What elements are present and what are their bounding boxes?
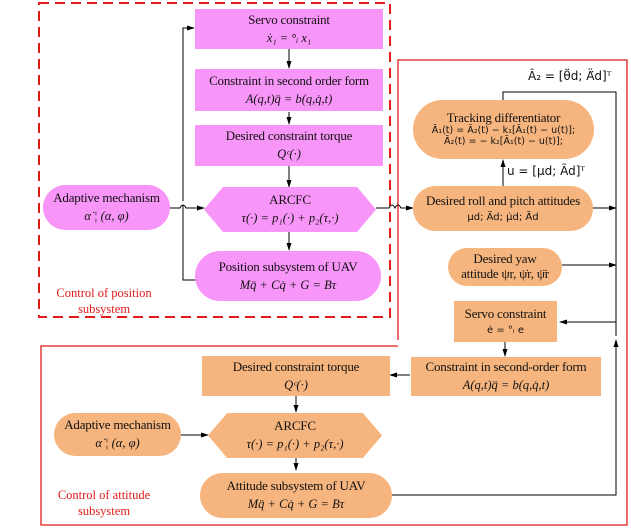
tracking-differentiator: Tracking differentiator Ā̇₁(t) = Ā₂(t) −… — [413, 100, 594, 159]
node-title: Constraint in second order form — [209, 72, 369, 88]
node-title: Desired constraint torque — [225, 128, 353, 144]
attitude-second-order-constraint: Constraint in second-order form A(q,t)q̈… — [411, 357, 601, 396]
attitude-desired-constraint-torque: Desired constraint torque Qᶜ(·) — [202, 356, 390, 396]
group-label-line: Control of position — [56, 286, 152, 300]
node-title: Servo constraint — [464, 305, 547, 321]
node-title: Tracking differentiator — [446, 110, 561, 126]
node-formula: ẋ₁ = °ᵢ x₁ — [266, 30, 312, 45]
node-subtitle: attitude ψr, ψ̇r, ψ̈r — [461, 266, 549, 281]
position-adaptive-to-arcfc — [170, 204, 205, 211]
node-formula: τ(·) = p₁(·) + p₂(τ,·) — [246, 437, 344, 452]
node-title: Constraint in second-order form — [425, 359, 587, 375]
desired-yaw-attitude: Desired yaw attitude ψr, ψ̇r, ψ̈r — [448, 248, 562, 286]
attitude-plant: Attitude subsystem of UAV Mq̈ + Cq̇ + G … — [200, 473, 392, 518]
attitude-arcfc: ARCFC τ(·) = p₁(·) + p₂(τ,·) — [208, 413, 382, 458]
node-title: Desired roll and pitch attitudes — [426, 192, 580, 208]
attitude-servo-constraint: Servo constraint ė = °ᵢ e — [454, 301, 557, 342]
position-group-boundary — [38, 2, 391, 318]
attitude-adaptive-mechanism: Adaptive mechanism α̇ ¦ (α, φ) — [54, 413, 181, 456]
node-title: Attitude subsystem of UAV — [226, 478, 366, 494]
position-group-label: Control of position subsystem — [44, 285, 164, 318]
node-title: ARCFC — [269, 192, 311, 208]
node-title: Servo constraint — [248, 11, 330, 27]
node-formula: Mq̈ + Cq̇ + G = Bτ — [239, 277, 337, 292]
group-label-line: subsystem — [77, 302, 131, 317]
node-formula: A(q,t)q̈ = b(q,q̇,t) — [245, 91, 333, 106]
position-arcfc: ARCFC τ(·) = p₁(·) + p₂(τ,·) — [204, 187, 376, 232]
attitude-feedback-loop — [392, 339, 619, 496]
arrow-arcfc-to-rollpitch — [376, 204, 414, 211]
group-label-line: subsystem — [77, 504, 131, 519]
td-equation-2: Ā̇₂(t) = − k₂[Ā₁(t) − u(t)]; — [444, 135, 563, 147]
node-formula: α̇ ¦ (α, φ) — [95, 436, 140, 451]
td-output-label: Â₂ = [θ̈d; Ä̈d]ᵀ — [528, 69, 612, 83]
position-feedback-loop — [182, 28, 196, 281]
node-title: Desired constraint torque — [232, 358, 360, 374]
position-servo-constraint: Servo constraint ẋ₁ = °ᵢ x₁ — [195, 9, 383, 49]
node-formula: μd; Ãd; μ̇d; Ã̇d — [467, 211, 539, 223]
attitude-group-label: Control of attitude subsystem — [44, 487, 164, 520]
node-title: Position subsystem of UAV — [218, 258, 358, 274]
td-output-line — [502, 91, 617, 336]
node-formula: ė = °ᵢ e — [486, 324, 524, 336]
node-title: Desired yaw — [473, 251, 537, 267]
position-second-order-constraint: Constraint in second order form A(q,t)q̈… — [195, 69, 383, 111]
node-formula: Qᶜ(·) — [277, 147, 301, 162]
td-equation-1: Ā̇₁(t) = Ā₂(t) − k₁[Ā₁(t) − u(t)]; — [431, 125, 576, 137]
node-title: Adaptive mechanism — [64, 417, 171, 433]
node-title: ARCFC — [274, 418, 316, 434]
position-plant: Position subsystem of UAV Mq̈ + Cq̇ + G … — [195, 251, 381, 301]
node-formula: α̇ ¦ (α, φ) — [84, 209, 129, 224]
node-title: Adaptive mechanism — [53, 190, 160, 206]
node-formula: τ(·) = p₁(·) + p₂(τ,·) — [241, 211, 339, 226]
position-adaptive-mechanism: Adaptive mechanism α̇ ¦ (α, φ) — [43, 185, 170, 230]
attitude-group-boundary — [40, 59, 628, 526]
group-label-line: Control of attitude — [57, 488, 151, 502]
node-formula: Qᶜ(·) — [284, 377, 308, 392]
position-desired-constraint-torque: Desired constraint torque Qᶜ(·) — [195, 125, 383, 166]
node-formula: A(q,t)q̈ = b(q,q̇,t) — [462, 378, 550, 393]
desired-roll-pitch-attitudes: Desired roll and pitch attitudes μd; Ãd;… — [413, 186, 593, 231]
node-formula: Mq̈ + Cq̇ + G = Bτ — [247, 497, 345, 512]
td-input-label: u = [μd; Ãd]ᵀ — [507, 164, 585, 178]
